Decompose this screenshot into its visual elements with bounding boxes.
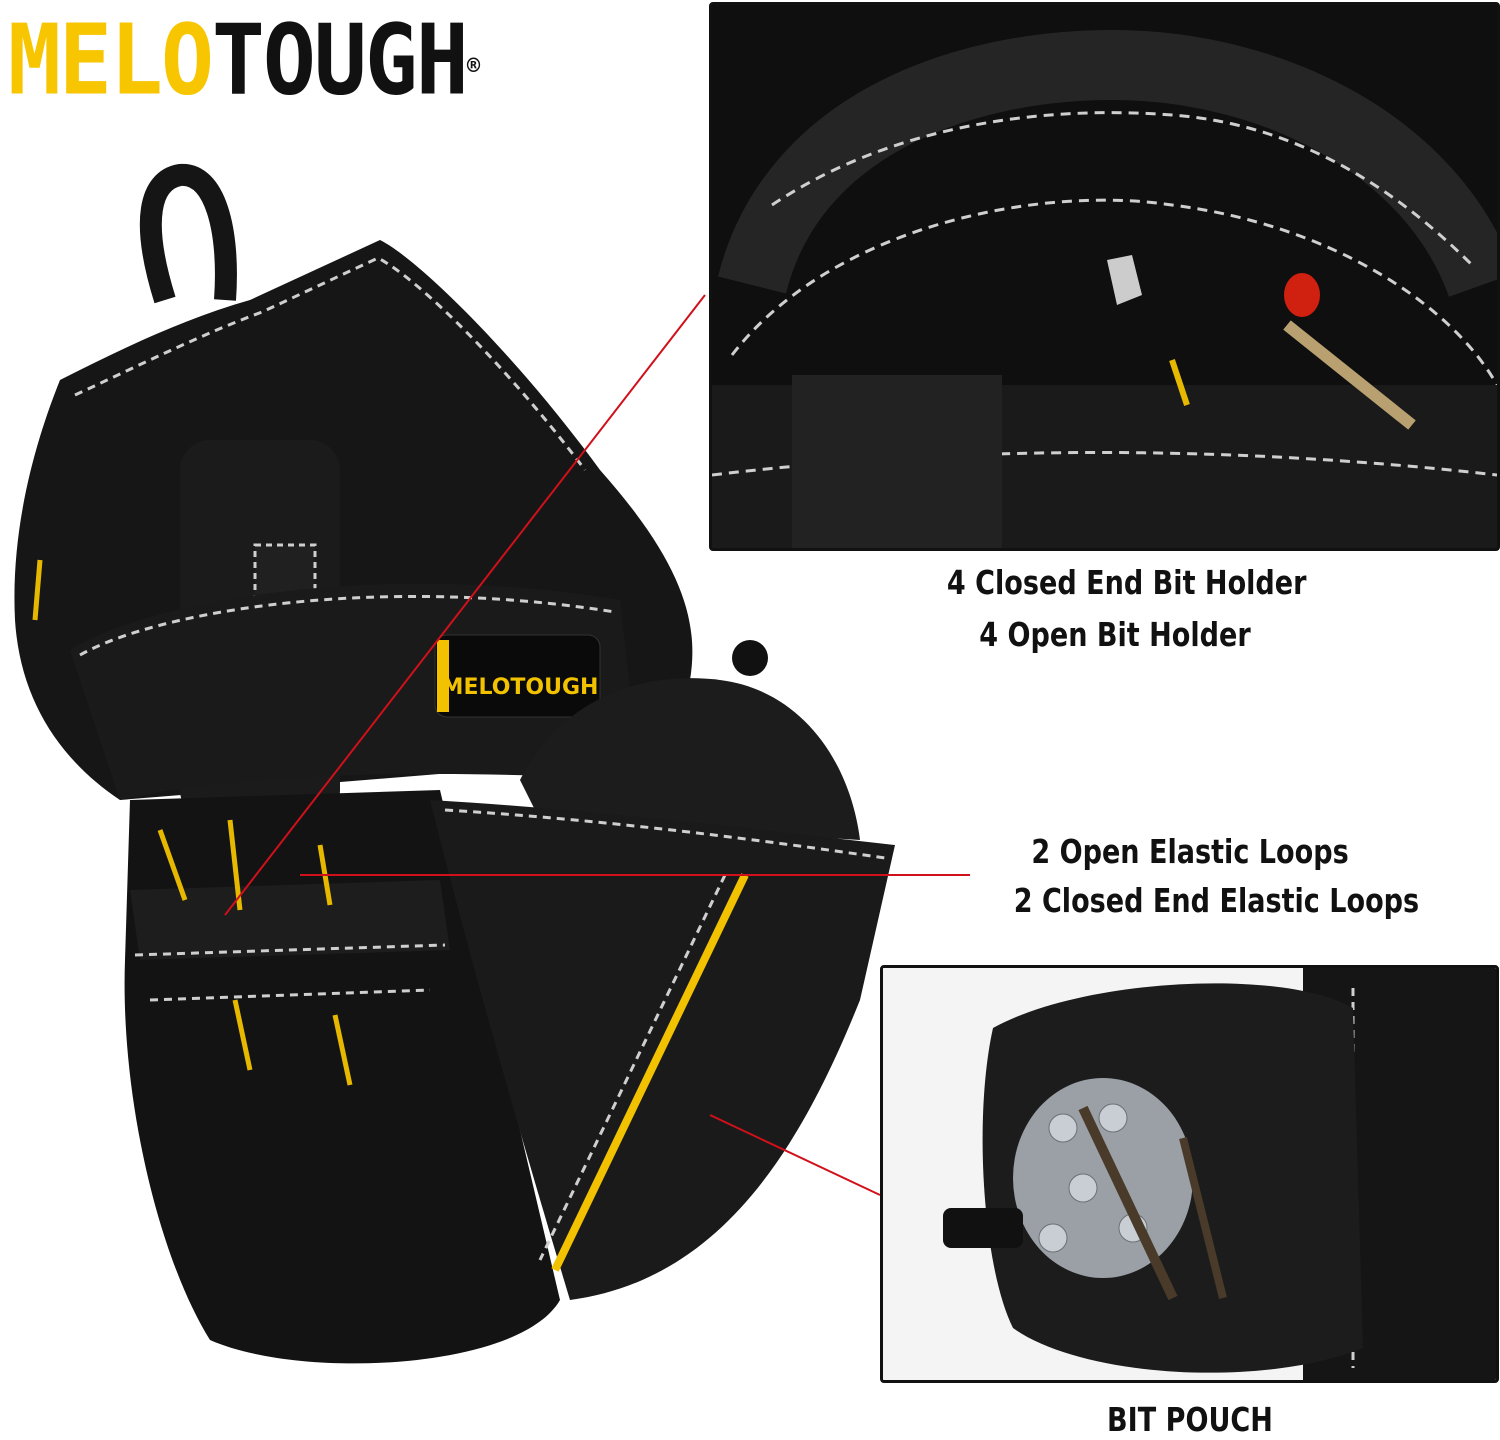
- brand-logo: MELOTOUGH®: [8, 3, 480, 117]
- label-closed-end-elastic-loops: 2 Closed End Elastic Loops: [1013, 881, 1420, 920]
- badge-text: MELOTOUGH: [442, 675, 599, 700]
- inset-bit-pouch-closeup: [880, 965, 1499, 1383]
- inset-bit-holder-closeup: [709, 2, 1500, 551]
- leader-line-pouch: [709, 1114, 881, 1196]
- brand-badge: [434, 634, 601, 718]
- hanging-loop: [139, 164, 237, 304]
- label-open-elastic-loops: 2 Open Elastic Loops: [1031, 832, 1349, 871]
- label-bit-pouch: BIT POUCH: [1107, 1400, 1273, 1439]
- leader-line-bit-holder: [224, 294, 706, 916]
- drawstring-pouch: [520, 678, 860, 840]
- label-closed-end-bit-holder: 4 Closed End Bit Holder: [946, 563, 1307, 602]
- label-open-bit-holder: 4 Open Bit Holder: [979, 615, 1251, 654]
